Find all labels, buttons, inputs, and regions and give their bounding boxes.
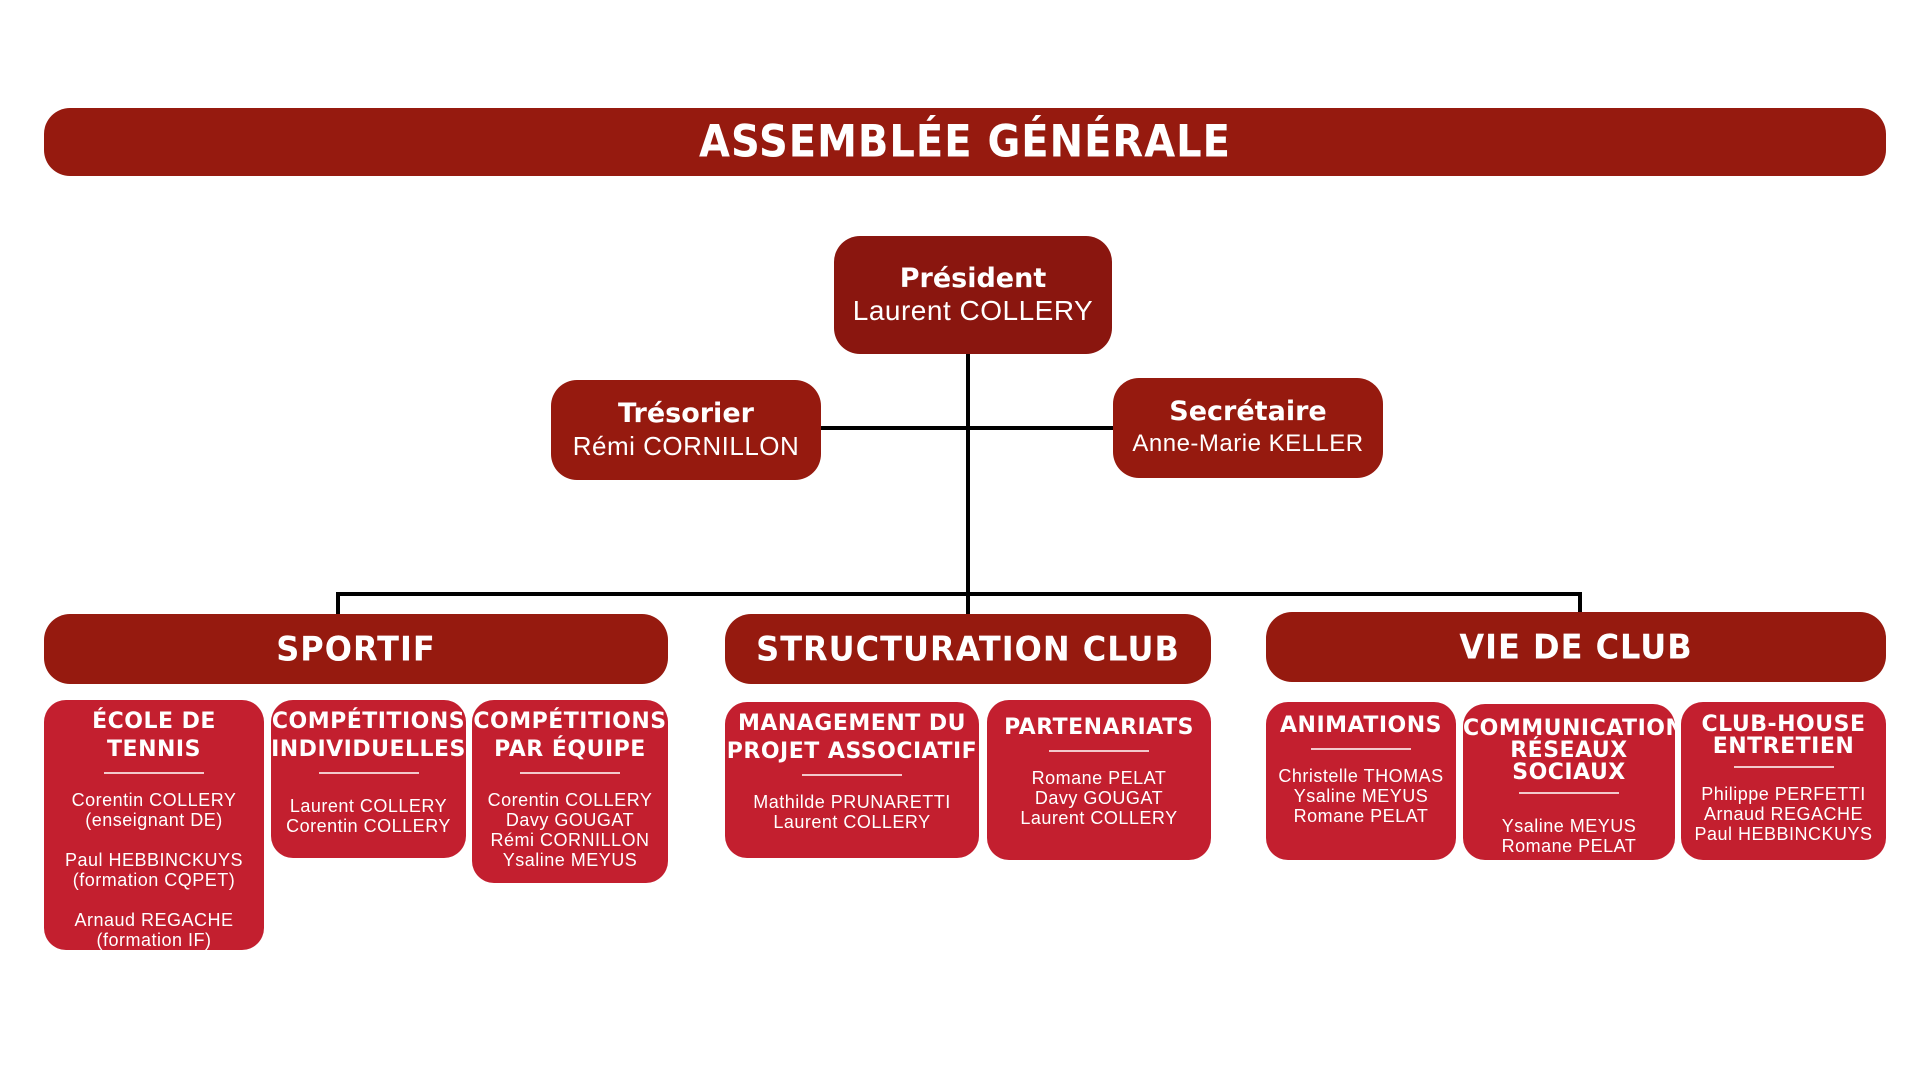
member-entry: Christelle THOMAS Ysaline MEYUS Romane P… [1278,766,1444,826]
card-separator [802,774,902,776]
card-management-projet-associatif: MANAGEMENT DU PROJET ASSOCIATIF Mathilde… [725,702,979,858]
card-competitions-individuelles: COMPÉTITIONS INDIVIDUELLES Laurent COLLE… [271,700,466,858]
member-entry: Ysaline MEYUS Romane PELAT [1501,816,1637,856]
card-communication-reseaux-sociaux: COMMUNICATION RÉSEAUX SOCIAUX Ysaline ME… [1463,704,1685,860]
member-entry: Arnaud REGACHE (formation IF) [74,910,234,950]
section-title: SPORTIF [276,629,436,669]
card-title: CLUB-HOUSE ENTRETIEN [1701,712,1866,759]
card-animations: ANIMATIONS Christelle THOMAS Ysaline MEY… [1266,702,1456,860]
president-name: Laurent COLLERY [852,295,1094,326]
card-ecole-de-tennis: ÉCOLE DE TENNIS Corentin COLLERY (enseig… [44,700,264,950]
tresorier-name: Rémi CORNILLON [572,431,800,461]
card-partenariats: PARTENARIATS Romane PELAT Davy GOUGAT La… [987,700,1211,860]
section-title: VIE DE CLUB [1459,627,1693,667]
president-role: Président [899,263,1047,294]
secretaire-box: Secrétaire Anne-Marie KELLER [1113,378,1383,478]
member-entry: Laurent COLLERY Corentin COLLERY [286,796,451,836]
connector-vie-de-club-drop [1578,592,1582,616]
member-entry: Corentin COLLERY Davy GOUGAT Rémi CORNIL… [487,790,653,870]
connector-president-vertical [966,354,970,614]
tresorier-role: Trésorier [618,398,754,429]
card-separator [520,772,620,774]
card-title: ÉCOLE DE TENNIS [92,709,216,762]
card-title: ANIMATIONS [1280,713,1442,738]
connector-sections-horizontal [336,592,1582,596]
card-separator [1519,792,1619,794]
card-title: COMPÉTITIONS PAR ÉQUIPE [473,709,667,762]
president-box: Président Laurent COLLERY [834,236,1112,354]
member-entry: Corentin COLLERY (enseignant DE) [71,790,237,830]
member-entry: Romane PELAT Davy GOUGAT Laurent COLLERY [1020,768,1178,828]
card-separator [1049,750,1149,752]
secretaire-name: Anne-Marie KELLER [1132,430,1364,457]
member-entry: Philippe PERFETTI Arnaud REGACHE Paul HE… [1694,784,1873,844]
section-banner-vie-de-club: VIE DE CLUB [1266,612,1886,682]
section-title: STRUCTURATION CLUB [756,629,1180,669]
secretaire-role: Secrétaire [1169,396,1327,427]
tresorier-box: Trésorier Rémi CORNILLON [551,380,821,480]
connector-officers-horizontal [821,426,1113,430]
card-title: COMPÉTITIONS INDIVIDUELLES [271,709,466,762]
section-banner-structuration-club: STRUCTURATION CLUB [725,614,1211,684]
card-separator [318,772,419,774]
connector-sportif-drop [336,592,340,616]
member-entry: Mathilde PRUNARETTI Laurent COLLERY [753,792,951,832]
card-club-house-entretien: CLUB-HOUSE ENTRETIEN Philippe PERFETTI A… [1681,702,1886,860]
member-entry: Paul HEBBINCKUYS (formation CQPET) [64,850,244,890]
card-title: PARTENARIATS [1004,715,1194,740]
card-title: COMMUNICATION RÉSEAUX SOCIAUX [1463,716,1685,785]
card-separator [1733,766,1834,768]
card-separator [104,772,204,774]
card-separator [1311,748,1411,750]
assemblee-generale-title: ASSEMBLÉE GÉNÉRALE [699,116,1231,168]
section-banner-sportif: SPORTIF [44,614,668,684]
card-title: MANAGEMENT DU PROJET ASSOCIATIF [726,711,978,764]
connector-structuration-drop [966,592,970,616]
assemblee-generale-banner: ASSEMBLÉE GÉNÉRALE [44,108,1886,176]
card-competitions-par-equipe: COMPÉTITIONS PAR ÉQUIPE Corentin COLLERY… [472,700,668,883]
